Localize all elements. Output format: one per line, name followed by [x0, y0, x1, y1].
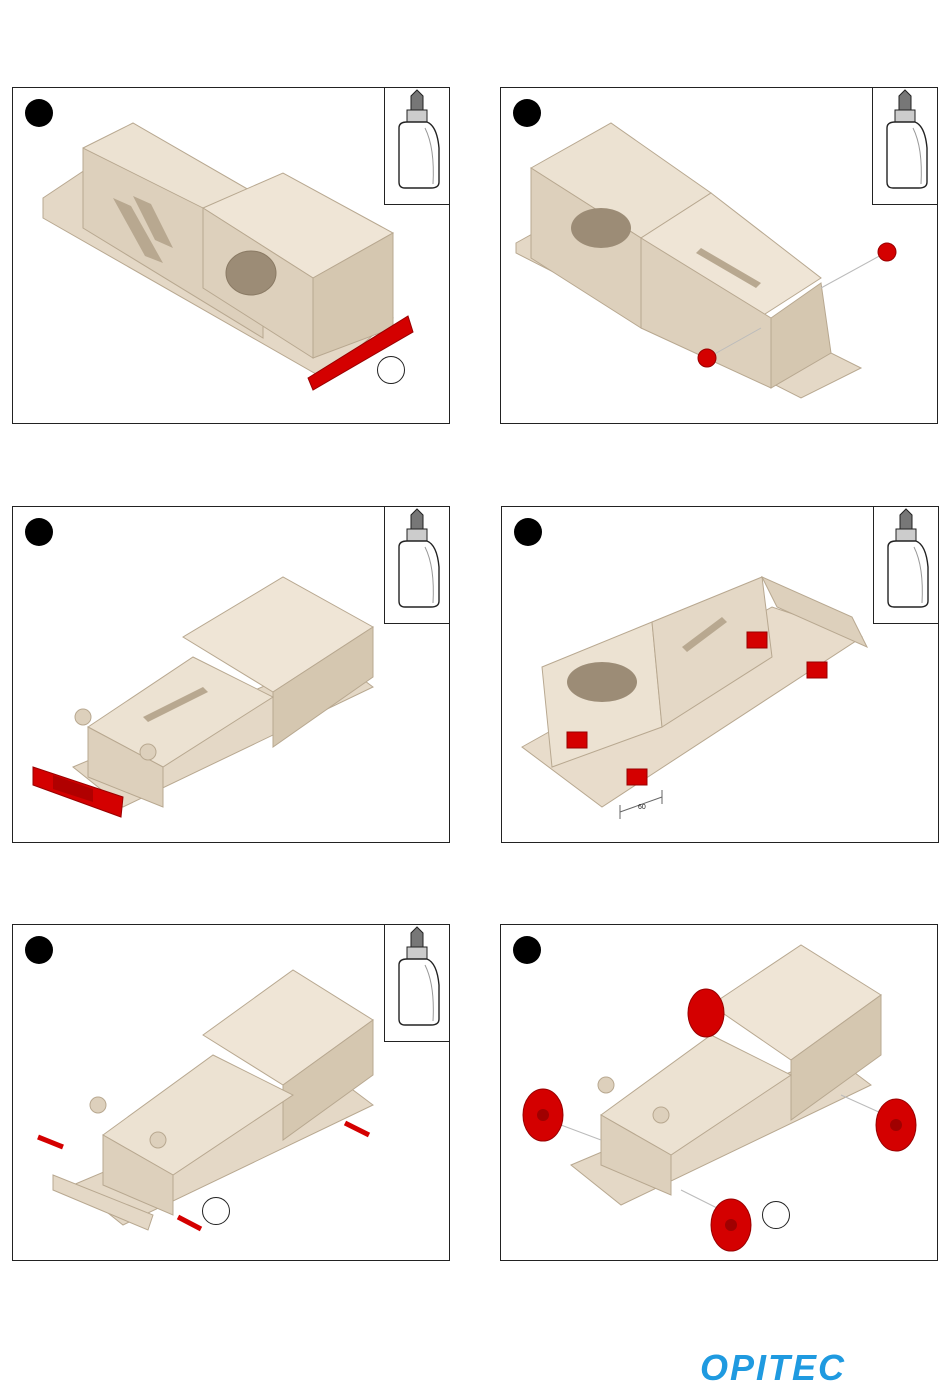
wheel: [876, 1099, 916, 1151]
glue-bottle-icon: [385, 507, 449, 623]
glue-bottle-icon: [385, 925, 449, 1041]
step-panel-5: [12, 924, 450, 1261]
step-panel-6: [500, 924, 938, 1261]
circle-marker: [202, 1197, 230, 1225]
step-panel-2: [500, 87, 938, 424]
wheel: [523, 1089, 563, 1141]
glue-icon-box: [872, 88, 937, 205]
brand-logo-text: OPITEC: [700, 1350, 846, 1386]
dimension-label: 60: [638, 804, 646, 811]
brand-logo: OPITEC: [700, 1350, 910, 1386]
glue-icon-box: [873, 507, 938, 624]
wheel: [688, 989, 724, 1037]
step-panel-4: 60: [501, 506, 939, 843]
car-illustration: [501, 925, 938, 1261]
step-panel-1: [12, 87, 450, 424]
circle-marker: [762, 1201, 790, 1229]
glue-icon-box: [384, 925, 449, 1042]
glue-bottle-icon: [873, 88, 937, 204]
step-panel-3: [12, 506, 450, 843]
circle-marker: [377, 356, 405, 384]
glue-icon-box: [384, 507, 449, 624]
wheel: [711, 1199, 751, 1251]
glue-bottle-icon: [874, 507, 938, 623]
glue-icon-box: [384, 88, 449, 205]
glue-bottle-icon: [385, 88, 449, 204]
